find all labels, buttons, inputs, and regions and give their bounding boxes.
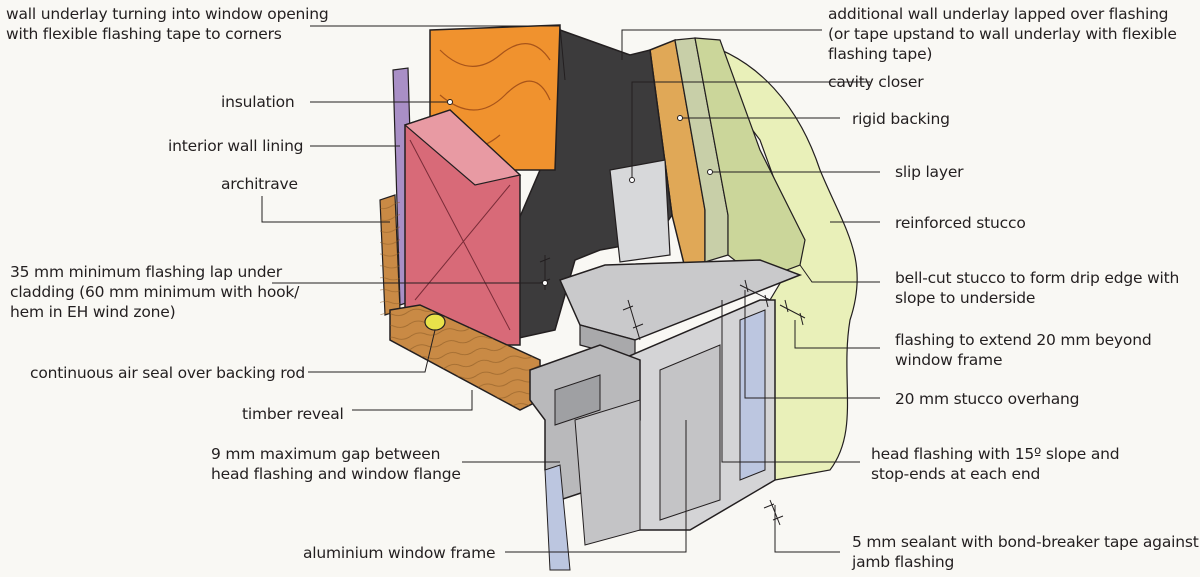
label-flashing-extend: flashing to extend 20 mm beyond window f… <box>895 331 1152 369</box>
label-wall-underlay: wall underlay turning into window openin… <box>6 5 329 43</box>
label-timber-reveal: timber reveal <box>242 405 344 423</box>
label-rigid-backing: rigid backing <box>852 110 950 128</box>
leader-dots <box>447 99 713 286</box>
cavity-closer-shape <box>609 159 671 263</box>
timber-block-top <box>403 109 522 186</box>
reinforced-stucco-shape <box>688 39 858 481</box>
label-interior-wall-lining: interior wall lining <box>168 137 304 155</box>
glazing-shape <box>544 464 571 571</box>
label-additional-underlay: additional wall underlay lapped over fla… <box>828 5 1177 63</box>
label-cavity-closer: cavity closer <box>828 73 924 91</box>
label-max-gap: 9 mm maximum gap between head flashing a… <box>211 445 461 483</box>
label-aluminium-frame: aluminium window frame <box>303 544 496 562</box>
label-reinforced-stucco: reinforced stucco <box>895 214 1026 232</box>
backing-rod-shape <box>424 313 446 331</box>
label-stucco-overhang: 20 mm stucco overhang <box>895 390 1080 408</box>
leader-lines <box>261 25 880 553</box>
label-flashing-lap: 35 mm minimum flashing lap under claddin… <box>10 263 300 321</box>
label-insulation: insulation <box>221 93 295 111</box>
label-head-flashing: head flashing with 15º slope and stop-en… <box>871 445 1120 483</box>
label-air-seal: continuous air seal over backing rod <box>30 364 305 382</box>
label-architrave: architrave <box>221 175 298 193</box>
label-sealant: 5 mm sealant with bond-breaker tape agai… <box>852 533 1199 571</box>
label-slip-layer: slip layer <box>895 163 964 181</box>
label-bell-cut-stucco: bell-cut stucco to form drip edge with s… <box>895 269 1180 307</box>
